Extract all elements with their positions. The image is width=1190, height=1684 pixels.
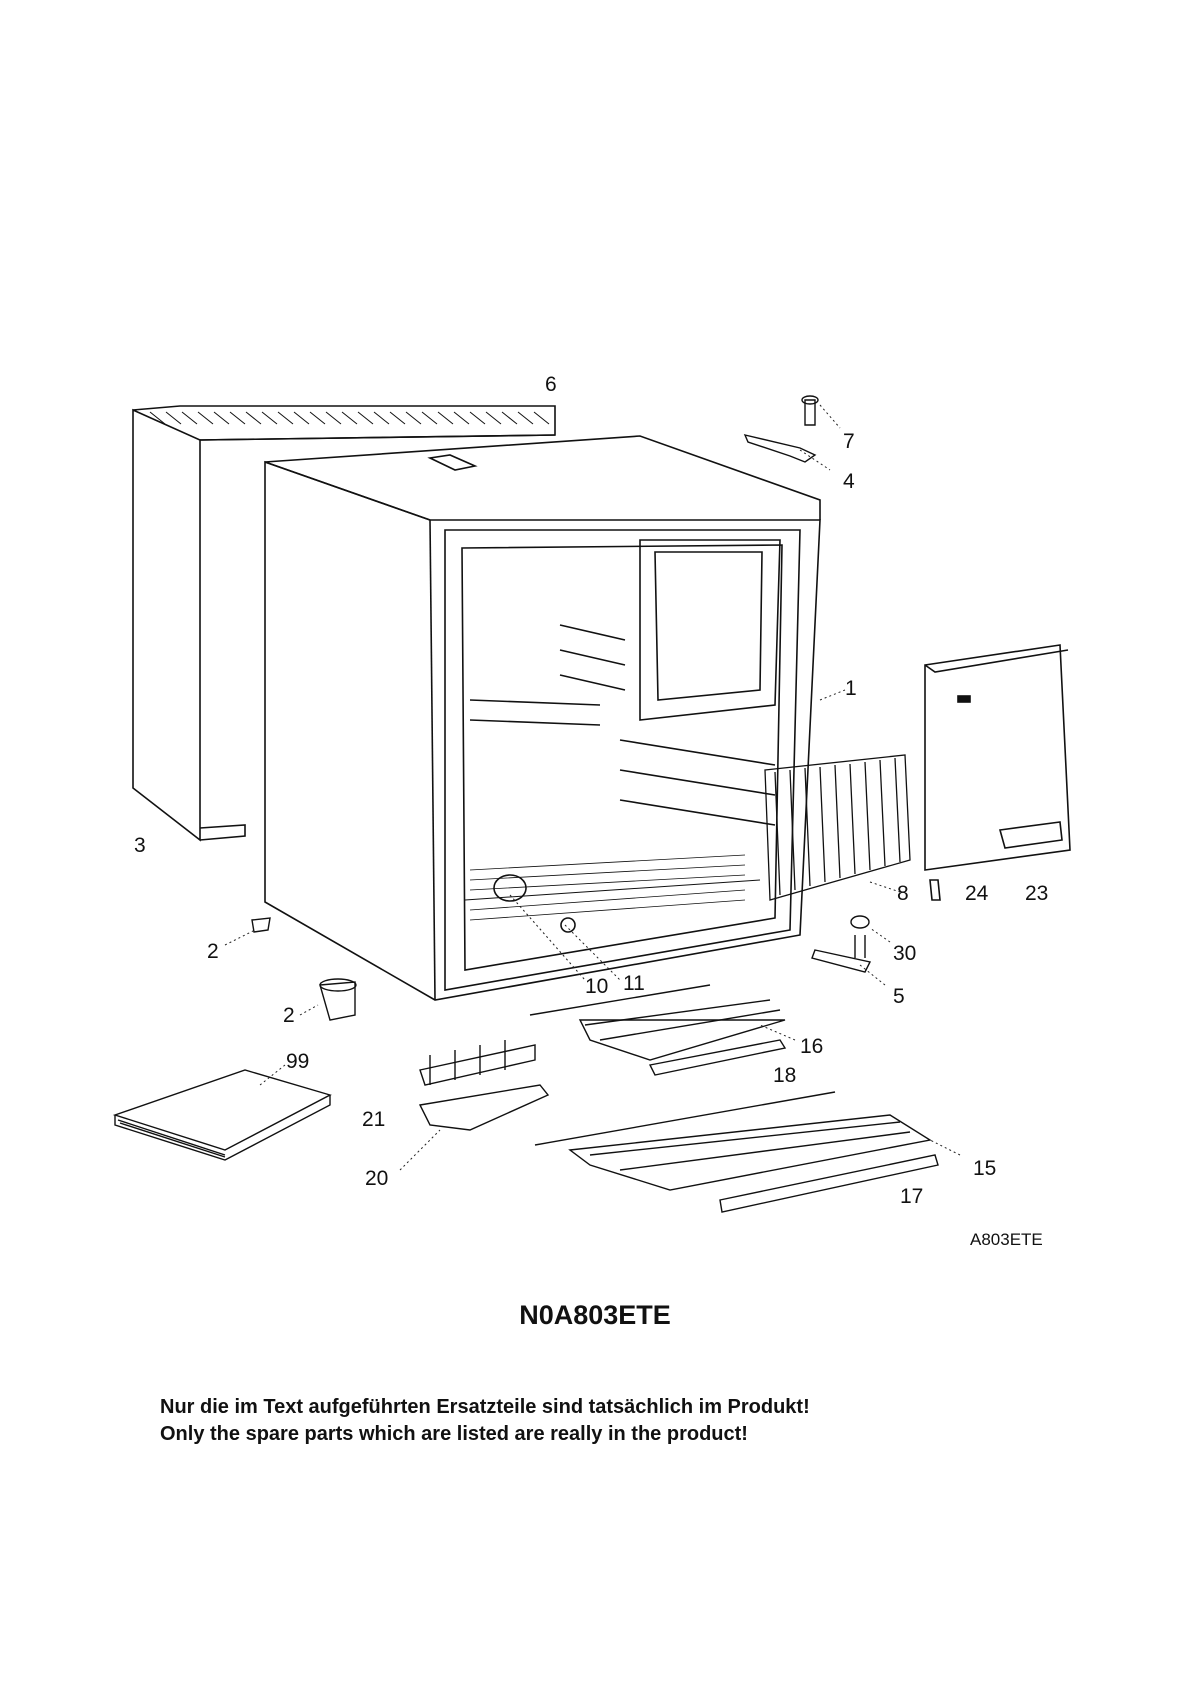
part-label: 15: [973, 1157, 996, 1180]
leader-lines: [224, 404, 961, 1171]
part-label: 23: [1025, 882, 1048, 905]
egg-rack-and-tray: [418, 1040, 550, 1131]
bottom-hinge-parts: [811, 915, 872, 973]
part-label: 1: [845, 677, 857, 700]
model-number-title: N0A803ETE: [519, 1300, 671, 1330]
feet: [251, 917, 357, 1021]
shelves: [529, 984, 939, 1213]
part-label: 20: [365, 1167, 388, 1190]
drawing-code: A803ETE: [970, 1230, 1043, 1249]
note-english: Only the spare parts which are listed ar…: [160, 1423, 748, 1445]
part-label: 30: [893, 942, 916, 965]
note-german: Nur die im Text aufgeführten Ersatzteile…: [160, 1396, 810, 1418]
part-label: 11: [623, 972, 645, 995]
outer-casing: [132, 405, 556, 842]
refrigerator-cabinet: [264, 435, 821, 1001]
door-panel: [924, 644, 1071, 901]
part-label: 10: [585, 975, 608, 998]
part-label: 2: [207, 940, 219, 963]
part-label: 99: [286, 1050, 309, 1073]
evaporator-fins: [764, 754, 911, 901]
part-label: 18: [773, 1064, 796, 1087]
part-label: 16: [800, 1035, 823, 1058]
part-label: 2: [283, 1004, 295, 1027]
part-label: 3: [134, 834, 146, 857]
part-label: 21: [362, 1108, 385, 1131]
part-number-labels: 6 7 4 1 3 8 24 23 2 30 10 11 5 2 99 16 1…: [134, 373, 1048, 1208]
part-label: 24: [965, 882, 989, 905]
owners-manual: [112, 1069, 332, 1161]
part-label: 7: [843, 430, 855, 453]
part-label: 5: [893, 985, 905, 1008]
top-hinge-parts: [743, 395, 819, 463]
part-label: 6: [545, 373, 557, 396]
part-label: 8: [897, 882, 909, 905]
part-label: 4: [843, 470, 855, 493]
part-label: 17: [900, 1185, 923, 1208]
